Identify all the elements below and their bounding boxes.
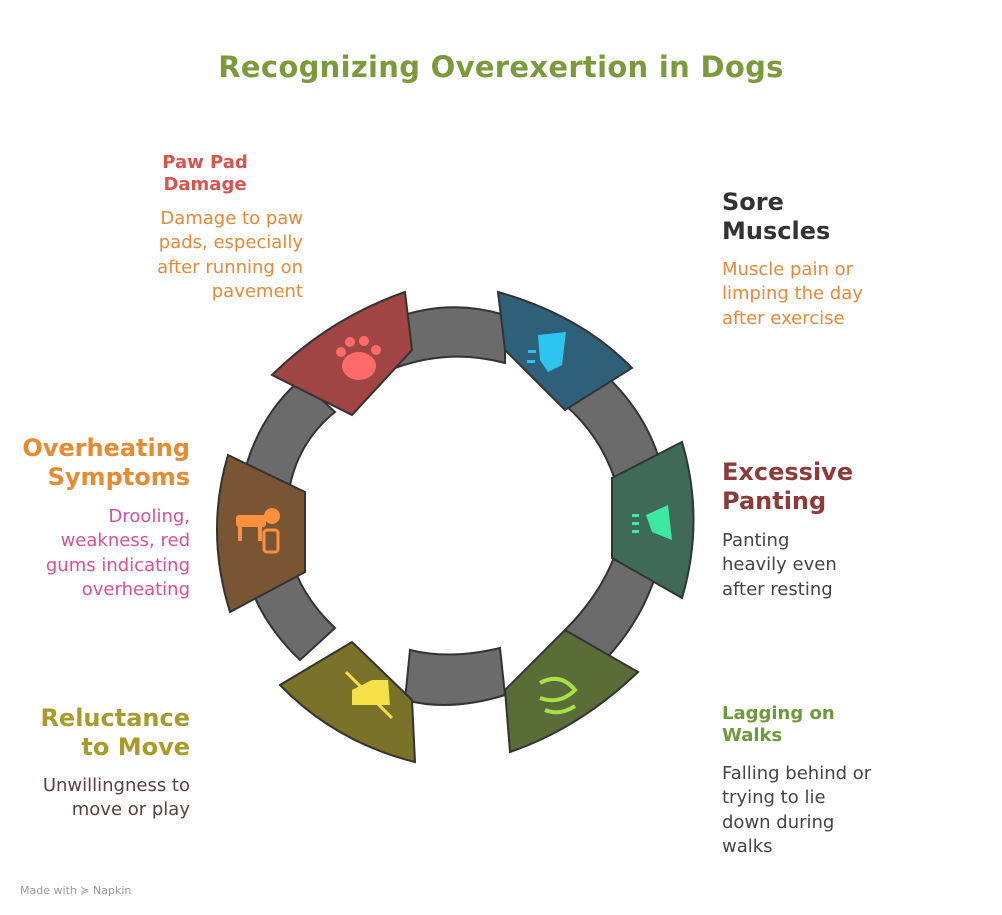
segment-reluctance-to-move: [278, 640, 417, 764]
ring-connector-bottom: [403, 646, 507, 706]
dog-panting-icon: [632, 505, 672, 540]
desc-lagging-on-walks: Falling behind or trying to lie down dur…: [722, 763, 872, 857]
dog-thermometer-icon: [236, 508, 280, 554]
label-lagging-on-walks: Lagging on Walks: [722, 703, 835, 746]
desc-reluctance-to-move: Unwillingness to move or play: [42, 775, 190, 821]
label-reluctance-to-move: Reluctance to Move: [40, 704, 190, 761]
no-dog-icon: [344, 670, 394, 720]
paw-icon: [336, 336, 381, 380]
desc-overheating-symptoms: Drooling, weakness, red gums indicating …: [45, 506, 190, 600]
label-paw-pad-damage: Paw Pad Damage: [162, 152, 248, 195]
label-excessive-panting: Excessive Panting: [722, 458, 854, 515]
desc-sore-muscles: Muscle pain or limping the day after exe…: [722, 259, 863, 329]
dog-head-pain-icon: [527, 332, 566, 372]
desc-excessive-panting: Panting heavily even after resting: [722, 530, 837, 600]
napkin-watermark: Made with ≽ Napkin: [20, 884, 132, 897]
segment-sore-muscles: [496, 290, 634, 412]
diagram-title: Recognizing Overexertion in Dogs: [218, 50, 784, 84]
ring-connector-top: [394, 306, 506, 370]
desc-paw-pad-damage: Damage to paw pads, especially after run…: [157, 208, 303, 302]
dog-leash-icon: [539, 676, 578, 715]
label-overheating-symptoms: Overheating Symptoms: [22, 434, 190, 491]
label-sore-muscles: Sore Muscles: [722, 188, 831, 245]
